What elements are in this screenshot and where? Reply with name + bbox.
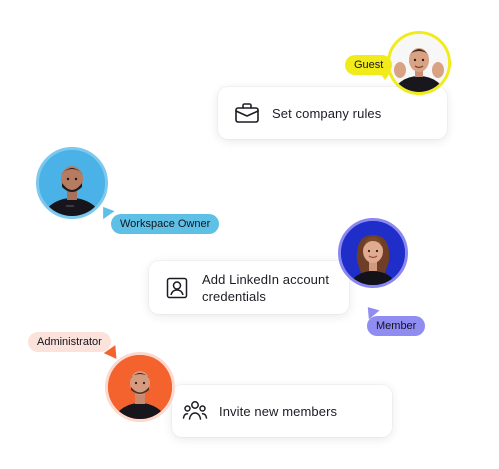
workspace-owner-avatar	[36, 147, 108, 219]
add-linkedin-credentials-label: Add LinkedIn account credentials	[202, 271, 329, 305]
add-linkedin-credentials-card: Add LinkedIn account credentials	[149, 261, 349, 314]
user-card-icon	[165, 276, 189, 300]
label-line-2: credentials	[202, 288, 266, 304]
guest-role-badge: Guest	[345, 55, 393, 75]
label-line-1: Add LinkedIn account	[202, 271, 330, 287]
guest-avatar	[387, 31, 451, 95]
guest-badge-pointer	[380, 73, 390, 80]
briefcase-icon	[234, 102, 260, 124]
administrator-avatar	[105, 352, 175, 422]
set-company-rules-card: Set company rules	[218, 87, 447, 139]
users-group-icon	[182, 398, 208, 424]
set-company-rules-label: Set company rules	[272, 105, 382, 121]
workspace-owner-role-badge: Workspace Owner	[111, 214, 220, 234]
invite-new-members-card: Invite new members	[172, 385, 392, 437]
member-avatar	[338, 218, 408, 288]
invite-new-members-label: Invite new members	[219, 403, 338, 419]
member-role-badge: Member	[367, 316, 426, 336]
administrator-role-badge: Administrator	[28, 332, 111, 352]
